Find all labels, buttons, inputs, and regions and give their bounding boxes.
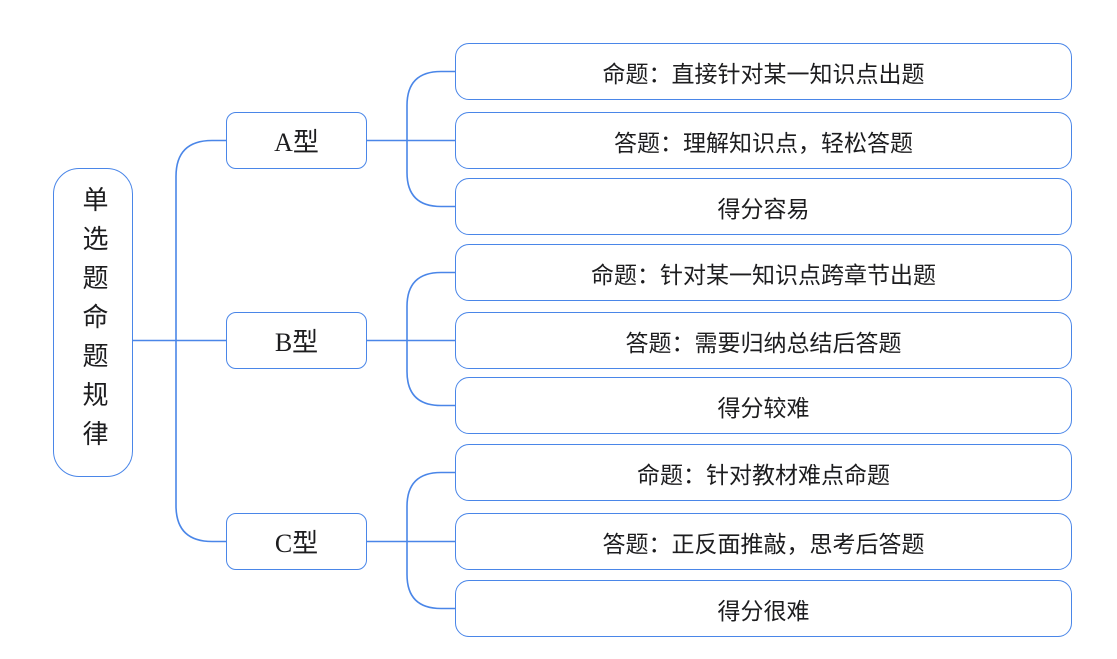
leaf-node-c2: 答题：正反面推敲，思考后答题 [455,513,1072,570]
leaf-node-c2-label: 答题：正反面推敲，思考后答题 [602,531,925,557]
leaf-node-b2: 答题：需要归纳总结后答题 [455,312,1072,369]
leaf-node-b3: 得分较难 [455,377,1072,434]
connector-a-to-leaf3 [406,140,455,208]
connector-b-to-leaf3 [406,340,455,407]
root-node-label: 单选题命题规律 [79,186,108,459]
connector-c-to-leaf3 [406,541,455,610]
leaf-node-c3-label: 得分很难 [717,598,810,624]
leaf-node-a1-label: 命题：直接针对某一知识点出题 [602,61,925,87]
leaf-node-a2-label: 答题：理解知识点，轻松答题 [614,130,913,156]
branch-node-c: C型 [226,513,367,570]
leaf-node-b1: 命题：针对某一知识点跨章节出题 [455,244,1072,301]
leaf-node-c1-label: 命题：针对教材难点命题 [637,462,890,488]
branch-node-b: B型 [226,312,367,369]
leaf-node-b1-label: 命题：针对某一知识点跨章节出题 [591,262,936,288]
connector-b-to-leaf1 [406,271,455,341]
leaf-node-a3-label: 得分容易 [717,196,810,222]
leaf-node-a3: 得分容易 [455,178,1072,235]
branch-node-a: A型 [226,112,367,169]
branch-node-b-label: B型 [274,328,319,357]
leaf-node-c3: 得分很难 [455,580,1072,637]
connector-c-to-leaf1 [406,471,455,542]
leaf-node-c1: 命题：针对教材难点命题 [455,444,1072,501]
leaf-node-b2-label: 答题：需要归纳总结后答题 [625,330,902,356]
root-node: 单选题命题规律 [53,168,133,477]
branch-node-a-label: A型 [274,128,319,157]
leaf-node-b3-label: 得分较难 [717,395,810,421]
leaf-node-a1: 命题：直接针对某一知识点出题 [455,43,1072,100]
connector-a-to-leaf1 [406,70,455,141]
connector-root-to-c [175,340,226,543]
connector-root-to-a [175,139,226,341]
leaf-node-a2: 答题：理解知识点，轻松答题 [455,112,1072,169]
branch-node-c-label: C型 [274,529,319,558]
